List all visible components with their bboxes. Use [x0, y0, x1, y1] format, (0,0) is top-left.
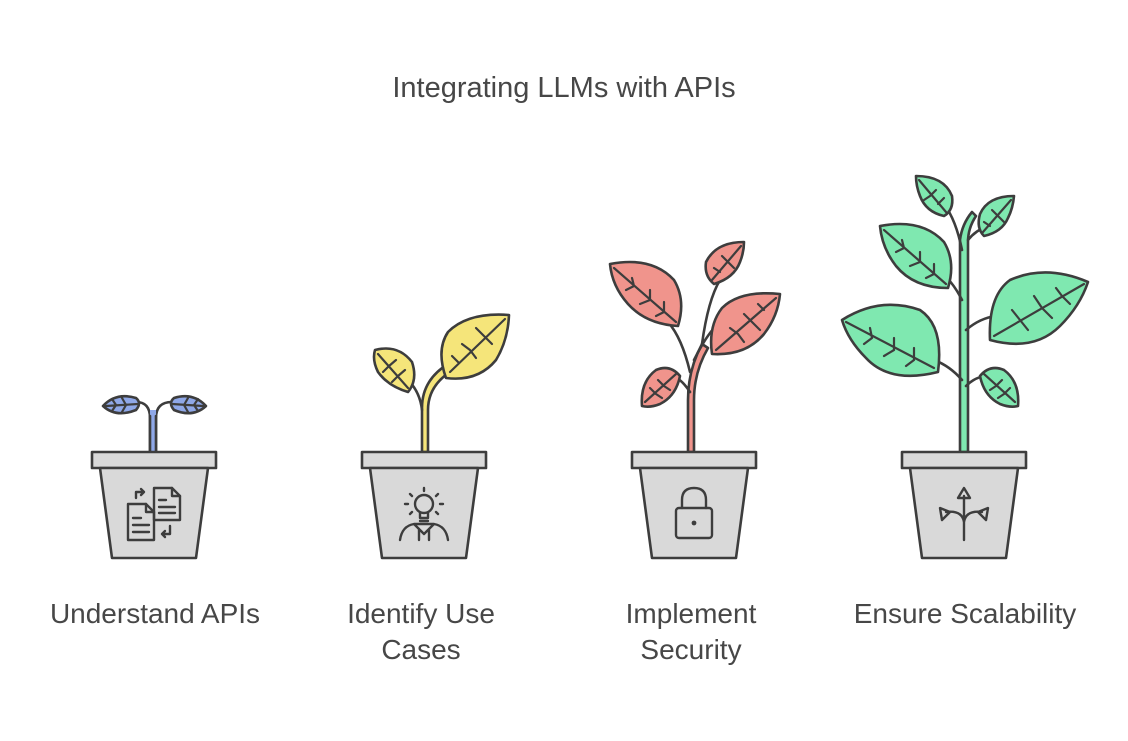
- leaf: [840, 303, 941, 378]
- step-label-understand-apis: Understand APIs: [30, 596, 280, 632]
- plant-growing: [608, 240, 782, 454]
- arrows-diverge-icon: [938, 486, 990, 542]
- document-swap-icon: [126, 486, 182, 542]
- diagram-title: Integrating LLMs with APIs: [392, 72, 736, 104]
- step-label-line: Identify Use: [347, 598, 495, 629]
- step-label-line: Implement: [625, 598, 757, 629]
- leaf: [988, 271, 1090, 346]
- plant-sprout: [101, 394, 208, 454]
- step-label-identify-use-cases: Identify Use Cases: [296, 596, 546, 668]
- plant-full: [840, 174, 1090, 454]
- padlock-icon: [674, 486, 714, 540]
- step-label-ensure-scalability: Ensure Scalability: [840, 596, 1090, 632]
- step-label-implement-security: Implement Security: [566, 596, 816, 668]
- step-label-line: Security: [640, 634, 742, 665]
- pot-2: [360, 450, 488, 560]
- step-label-line: Ensure Scalability: [853, 598, 1077, 629]
- pot-3: [630, 450, 758, 560]
- step-label-line: Cases: [381, 634, 461, 665]
- plant-young: [372, 313, 511, 454]
- lightbulb-person-icon: [398, 486, 450, 542]
- step-label-line: Understand APIs: [49, 598, 261, 629]
